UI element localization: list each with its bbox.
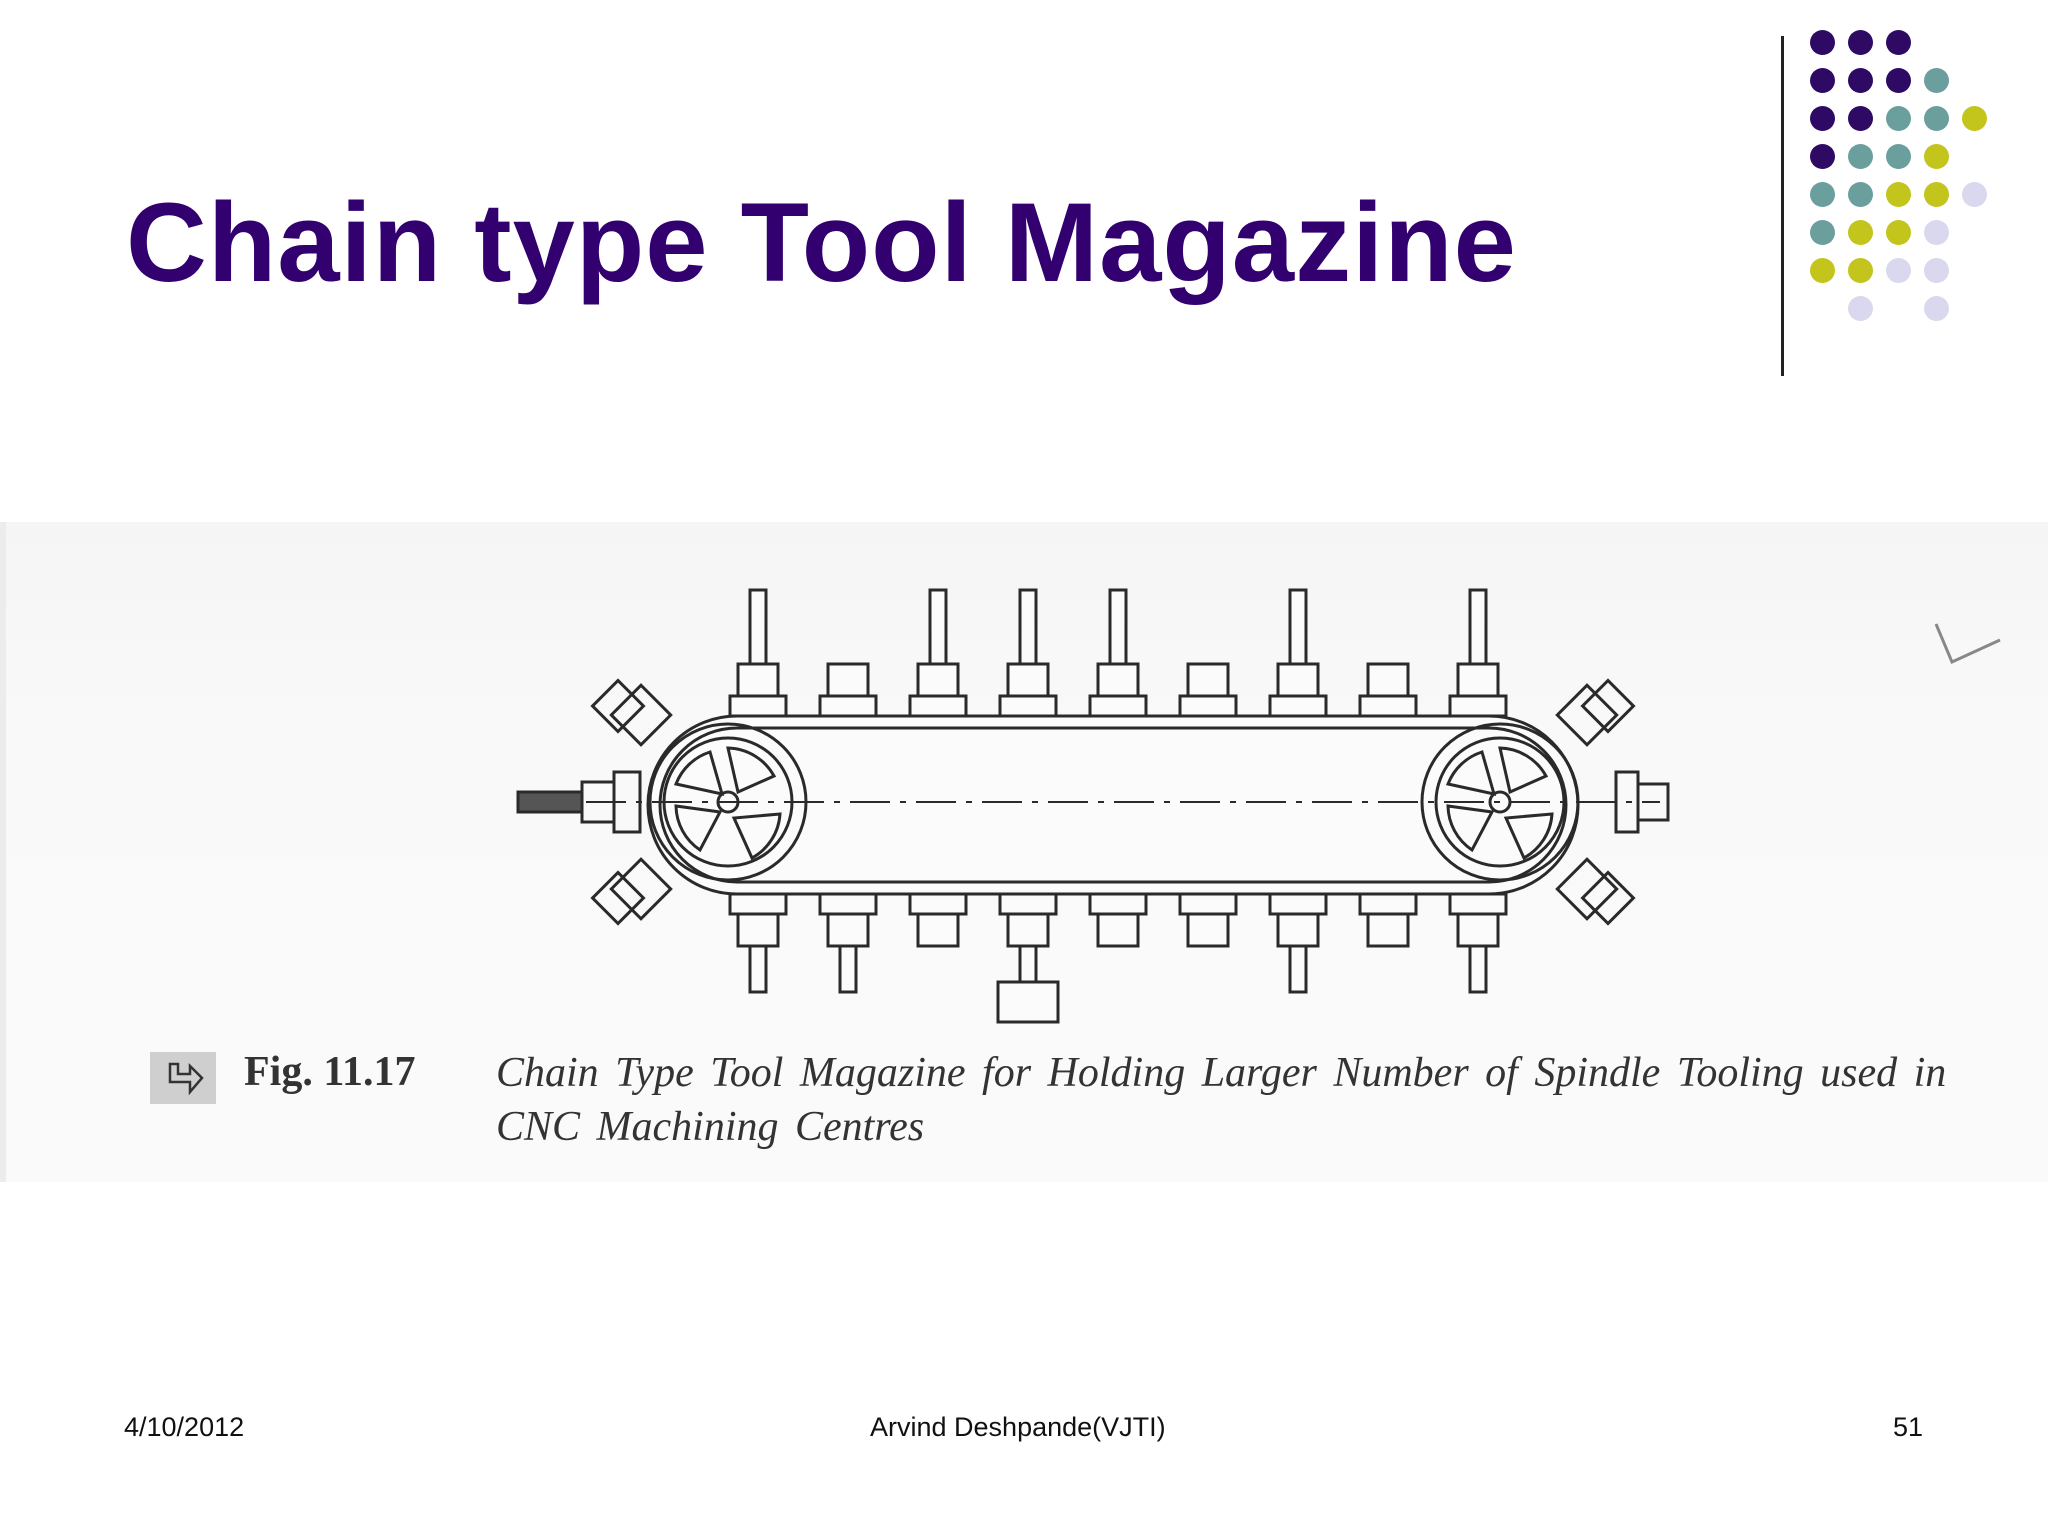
tool-holder-bottom — [1096, 912, 1140, 948]
tool-holder-top — [1276, 662, 1320, 698]
tool-holder-bottom-base — [1088, 892, 1148, 916]
figure-arrow-icon — [150, 1052, 216, 1104]
decorative-dot — [1886, 30, 1911, 55]
figure-caption: Chain Type Tool Magazine for Holding Lar… — [496, 1046, 2048, 1154]
tool-holder-top — [826, 662, 870, 698]
tool-holder-bottom-base — [908, 892, 968, 916]
tool-holder-bottom-base — [1358, 892, 1418, 916]
tool-holder-top — [1456, 662, 1500, 698]
tool-holder-bottom — [1456, 912, 1500, 948]
scan-edge — [0, 522, 6, 1182]
tool-holder-bottom — [826, 912, 870, 948]
footer-author: Arvind Deshpande(VJTI) — [870, 1412, 1166, 1442]
decorative-dot — [1810, 68, 1835, 93]
tool-holder-bottom-base — [728, 892, 788, 916]
tool-holder-top — [1186, 662, 1230, 698]
tool-top — [1018, 588, 1038, 666]
decorative-dot — [1886, 106, 1911, 131]
tool-holder-bottom — [1006, 912, 1050, 948]
decorative-dot — [1924, 296, 1949, 321]
tool-top — [928, 588, 948, 666]
footer-page-number: 51 — [1893, 1412, 1924, 1442]
decorative-dot — [1848, 106, 1873, 131]
decorative-dot — [1848, 144, 1873, 169]
tool-holder-bottom — [1366, 912, 1410, 948]
tool-holder-top-base — [1448, 694, 1508, 718]
decorative-dot — [1886, 68, 1911, 93]
tool-holder-bottom-base — [1448, 892, 1508, 916]
decorative-dot — [1810, 182, 1835, 207]
tool-holder-top-base — [818, 694, 878, 718]
decorative-dot — [1924, 182, 1949, 207]
decorative-dot-grid — [1810, 30, 2010, 330]
tool-bottom — [1468, 944, 1488, 994]
tool-holder-bottom-base — [1178, 892, 1238, 916]
footer-date: 4/10/2012 — [124, 1412, 245, 1442]
decorative-dot — [1886, 220, 1911, 245]
tool-holder-bottom — [1186, 912, 1230, 948]
tool-top — [1108, 588, 1128, 666]
tool-holder-top-base — [1268, 694, 1328, 718]
decorative-dot — [1924, 106, 1949, 131]
figure-caption-line-1: Chain Type Tool Magazine for Holding Lar… — [496, 1050, 1947, 1096]
decorative-dot — [1810, 144, 1835, 169]
tool-holder-bottom-base — [1268, 892, 1328, 916]
decorative-dot — [1924, 68, 1949, 93]
tool-holder-top-base — [1358, 694, 1418, 718]
decorative-dot — [1848, 182, 1873, 207]
tool-holder-top — [1006, 662, 1050, 698]
tool-holder-bottom — [736, 912, 780, 948]
decorative-dot — [1848, 30, 1873, 55]
title-divider-line — [1781, 36, 1784, 376]
decorative-dot — [1924, 144, 1949, 169]
tool-holder-top-base — [1178, 694, 1238, 718]
tool-holder-bottom-base — [818, 892, 878, 916]
tool-holder-top — [736, 662, 780, 698]
decorative-dot — [1924, 220, 1949, 245]
decorative-dot — [1848, 68, 1873, 93]
decorative-dot — [1962, 182, 1987, 207]
tool-top — [1288, 588, 1308, 666]
decorative-dot — [1848, 296, 1873, 321]
tool-bottom — [1288, 944, 1308, 994]
tool-holder-top — [1366, 662, 1410, 698]
tool-holder-top-base — [908, 694, 968, 718]
tool-holder-top-base — [998, 694, 1058, 718]
decorative-dot — [1886, 144, 1911, 169]
tick-mark — [1934, 623, 2001, 665]
decorative-dot — [1886, 182, 1911, 207]
tool-top — [1468, 588, 1488, 666]
figure-number: Fig. 11.17 — [244, 1049, 416, 1095]
decorative-dot — [1962, 106, 1987, 131]
figure-caption-line-2: CNC Machining Centres — [496, 1104, 925, 1150]
gear-cutter-tool — [996, 980, 1060, 1024]
decorative-dot — [1810, 106, 1835, 131]
decorative-dot — [1924, 258, 1949, 283]
decorative-dot — [1810, 30, 1835, 55]
tool-holder-top-base — [728, 694, 788, 718]
chain-tool-magazine-diagram — [516, 588, 1670, 1024]
decorative-dot — [1810, 258, 1835, 283]
decorative-dot — [1886, 258, 1911, 283]
tool-holder-bottom — [1276, 912, 1320, 948]
tool-holder-bottom-base — [998, 892, 1058, 916]
tool-holder-top — [916, 662, 960, 698]
tool-holder-top-base — [1088, 694, 1148, 718]
decorative-dot — [1810, 220, 1835, 245]
tool-holder-top — [1096, 662, 1140, 698]
tool-holder-bottom — [916, 912, 960, 948]
slide-title: Chain type Tool Magazine — [126, 180, 1517, 305]
tool-bottom — [748, 944, 768, 994]
tool-bottom — [838, 944, 858, 994]
decorative-dot — [1848, 220, 1873, 245]
decorative-dot — [1848, 258, 1873, 283]
tool-top — [748, 588, 768, 666]
